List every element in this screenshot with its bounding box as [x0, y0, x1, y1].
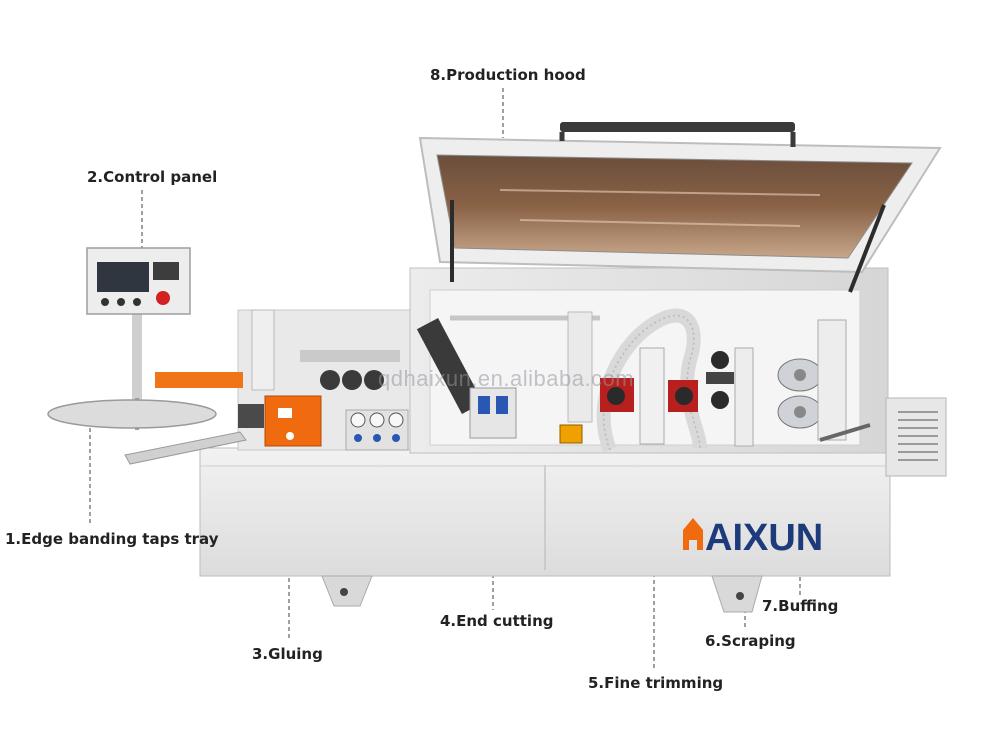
motor-icon	[777, 358, 823, 392]
vent-grille-icon	[898, 411, 938, 461]
label-control-panel: 2.Control panel	[87, 168, 218, 186]
edge-banding-tape-tray	[47, 372, 264, 465]
emergency-stop-icon	[156, 291, 170, 305]
logo-text: AIXUN	[705, 517, 823, 559]
gluing-unit	[251, 309, 409, 451]
label-buffing: 7.Buffing	[762, 597, 839, 615]
label-edge-banding-tape-tray: 1.Edge banding taps tray	[5, 530, 219, 548]
gauge-icon	[350, 412, 404, 442]
label-production-hood: 8.Production hood	[430, 66, 586, 84]
control-screen-icon	[97, 262, 149, 292]
label-fine-trimming: 5.Fine trimming	[588, 674, 724, 692]
haixun-logo: AIXUN	[683, 517, 823, 559]
label-end-cutting: 4.End cutting	[440, 612, 554, 630]
fine-trimming-unit	[596, 308, 707, 453]
end-cutting-unit	[416, 311, 600, 444]
label-scraping: 6.Scraping	[705, 632, 796, 650]
scraping-unit	[706, 347, 754, 447]
label-gluing: 3.Gluing	[252, 645, 323, 663]
watermark-text: qdhaixun.en.alibaba.com	[378, 366, 635, 391]
buffing-unit	[777, 319, 871, 442]
motor-icon	[777, 395, 823, 429]
control-panel	[86, 247, 191, 400]
production-hood	[418, 122, 942, 293]
